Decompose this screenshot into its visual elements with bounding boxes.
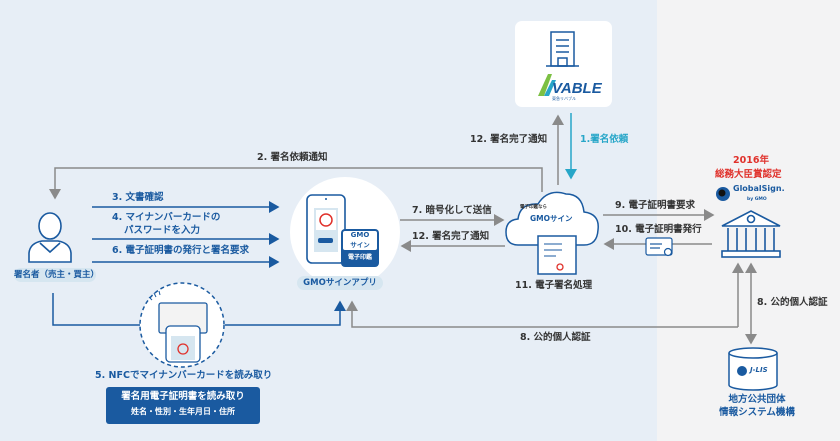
building-icon (546, 31, 579, 67)
step-4-label-line2: パスワードを入力 (124, 225, 201, 236)
bank-icon (721, 210, 781, 258)
svg-text:VABLE: VABLE (552, 80, 603, 97)
gmo-badge-bottom: 電子印鑑 (347, 254, 372, 261)
step-6-label: 6. 電子証明書の発行と署名要求 (112, 245, 250, 256)
step-7-label: 7. 暗号化して送信 (412, 205, 492, 216)
globalsign-name: GlobalSign. (733, 184, 785, 193)
company-logo-sub: 東急リバブル (552, 96, 576, 101)
step-12-company-label: 12. 署名完了通知 (470, 134, 548, 145)
step-9-label: 9. 電子証明書要求 (615, 200, 696, 211)
step-1-label: 1.署名依頼 (580, 134, 629, 145)
jlis-name-line2: 情報システム機構 (719, 407, 795, 418)
step-10-label: 10. 電子証明書発行 (615, 224, 702, 235)
gmo-sign-badge (341, 229, 379, 267)
gmo-badge-mid: サイン (350, 241, 370, 249)
step-2-label: 2. 署名依頼通知 (257, 152, 328, 163)
certificate-icon (645, 237, 673, 257)
app-label: GMOサインアプリ (297, 276, 383, 290)
step-8-jlis-label: 8. 公的個人認証 (757, 297, 828, 308)
arrow-2-notify (49, 167, 543, 200)
gmo-badge-top: GMO (350, 231, 370, 239)
award-label: 総務大臣賞認定 (715, 169, 782, 180)
cloud-line1: 電子印鑑なら (520, 205, 547, 210)
nfc-card-phone-icon (148, 290, 208, 363)
step-12-app-label: 12. 署名完了通知 (412, 231, 490, 242)
step-8-app-label: 8. 公的個人認証 (520, 332, 591, 343)
arrow-8-to-app (346, 300, 738, 328)
signed-document-icon (537, 235, 577, 275)
globalsign-sub: by GMO (747, 197, 767, 202)
nfc-box-detail: 姓名・性別・生年月日・住所 (131, 407, 235, 416)
person-icon (28, 212, 72, 263)
vable-logo: VABLE (538, 74, 603, 97)
cloud-caption: 11. 電子署名処理 (515, 280, 593, 291)
cloud-line2: GMOサイン (530, 214, 573, 223)
award-year: 2016年 (733, 155, 769, 166)
nfc-line-left (52, 293, 140, 326)
jlis-logo-text: J-LIS (750, 366, 768, 374)
arrow-5 (225, 300, 346, 326)
jlis-logo (737, 366, 747, 376)
database-icon (728, 347, 778, 391)
globalsign-logo (716, 187, 730, 201)
jlis-name-line1: 地方公共団体 (728, 394, 786, 405)
signer-label: 署名者（売主・買主） (14, 268, 100, 282)
company-box (515, 21, 612, 107)
step-5-label: 5. NFCでマイナンバーカードを読み取り (95, 370, 273, 381)
nfc-box-title: 署名用電子証明書を読み取り (121, 391, 245, 402)
step-4-label-line1: 4. マイナンバーカードの (112, 212, 221, 223)
nfc-read-box: 署名用電子証明書を読み取り 姓名・性別・生年月日・住所 (106, 387, 260, 424)
phone-icon (306, 194, 346, 264)
cloud-icon (505, 191, 599, 246)
step-3-label: 3. 文書確認 (112, 192, 164, 203)
